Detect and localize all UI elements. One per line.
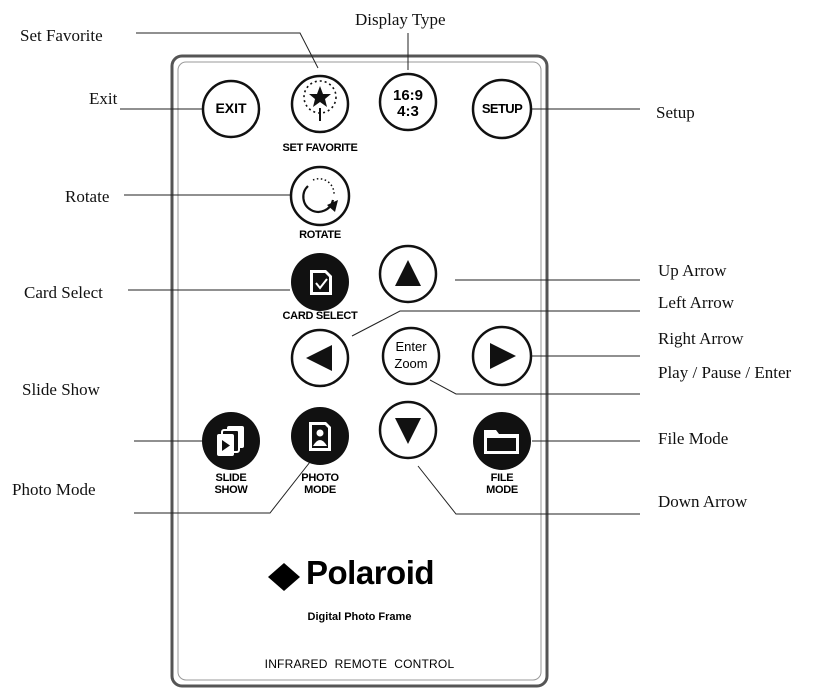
- callout-file-mode: File Mode: [658, 429, 729, 448]
- remote-inner-panel: [177, 61, 542, 681]
- callout-display-type: Display Type: [355, 10, 446, 29]
- file-label-line2: MODE: [486, 484, 518, 496]
- down-arrow-icon: [395, 418, 421, 444]
- set-favorite-label: SET FAVORITE: [282, 142, 358, 154]
- callout-down-arrow: Down Arrow: [658, 492, 748, 511]
- polaroid-diamond-logo: [268, 563, 300, 591]
- rotate-icon: [302, 178, 338, 213]
- callout-slide-show: Slide Show: [22, 380, 100, 399]
- remote-footer-text: INFRARED REMOTE CONTROL: [264, 657, 455, 671]
- folder-icon: [484, 430, 519, 454]
- callout-left-arrow: Left Arrow: [658, 293, 735, 312]
- card-icon: [310, 270, 332, 295]
- slide-label-line2: SHOW: [214, 484, 248, 496]
- display-type-button-circle[interactable]: [378, 72, 438, 132]
- exit-button-text[interactable]: EXIT: [215, 100, 247, 116]
- leader-left-arrow: [351, 310, 640, 337]
- setup-button-text[interactable]: SETUP: [481, 101, 523, 116]
- leader-photo-mode: [134, 461, 311, 514]
- leader-down-arrow: [417, 465, 640, 515]
- brand-subtitle: Digital Photo Frame: [307, 611, 412, 623]
- enter-text[interactable]: Enter: [395, 339, 427, 354]
- callout-play-pause-enter: Play / Pause / Enter: [658, 363, 792, 382]
- setup-button-circle[interactable]: [471, 78, 533, 140]
- file-label-line1: FILE: [490, 472, 514, 484]
- callout-card-select: Card Select: [24, 283, 103, 302]
- callout-up-arrow: Up Arrow: [658, 261, 727, 280]
- callout-rotate: Rotate: [65, 187, 110, 206]
- star-icon: [303, 80, 337, 121]
- display-43-text[interactable]: 4:3: [397, 103, 419, 120]
- callout-right-arrow: Right Arrow: [658, 329, 744, 348]
- zoom-text[interactable]: Zoom: [394, 356, 428, 371]
- leader-set-favorite: [136, 32, 319, 69]
- photo-label-line1: PHOTO: [301, 472, 339, 484]
- left-arrow-icon: [306, 345, 332, 371]
- exit-button-circle[interactable]: [201, 79, 261, 139]
- photo-label-line2: MODE: [304, 484, 336, 496]
- enter-zoom-button-circle[interactable]: [381, 326, 441, 386]
- callout-setup: Setup: [656, 103, 695, 122]
- rotate-label: ROTATE: [299, 229, 341, 241]
- slideshow-icon: [217, 426, 244, 456]
- remote-outer-shell: [170, 54, 549, 688]
- rotate-button-circle[interactable]: [289, 165, 351, 227]
- leader-lines: [120, 32, 640, 515]
- up-arrow-icon: [395, 260, 421, 286]
- right-arrow-icon: [490, 343, 516, 369]
- polaroid-wordmark: Polaroid: [306, 554, 435, 591]
- photo-icon: [309, 422, 331, 451]
- set-favorite-button-circle[interactable]: [290, 74, 350, 134]
- callout-photo-mode: Photo Mode: [12, 480, 96, 499]
- display-169-text[interactable]: 16:9: [392, 87, 424, 104]
- callout-exit: Exit: [89, 89, 118, 108]
- callout-set-favorite: Set Favorite: [20, 26, 103, 45]
- card-select-label: CARD SELECT: [282, 310, 358, 322]
- slide-label-line1: SLIDE: [215, 472, 247, 484]
- leader-play-pause-enter: [429, 379, 640, 395]
